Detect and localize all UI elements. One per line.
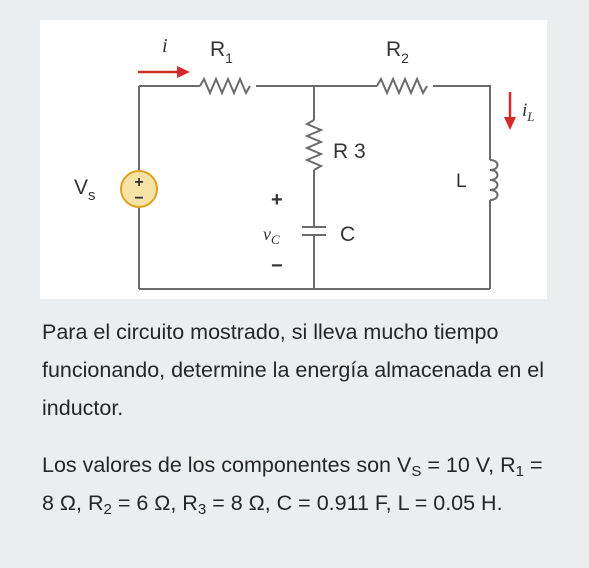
wire-top-right (433, 85, 491, 160)
label-i: i (162, 35, 168, 57)
label-vc: vC (263, 224, 280, 247)
question-paragraph-2: Los valores de los componentes son VS = … (42, 453, 543, 518)
question-paragraph-1: Para el circuito mostrado, si lleva much… (42, 320, 545, 420)
label-vc-plus: + (271, 189, 283, 211)
label-r1: R1 (210, 38, 233, 66)
label-l: L (456, 171, 467, 192)
voltage-source: + − (120, 170, 158, 208)
current-arrow-i (138, 66, 190, 78)
circuit-diagram: + − i iL R1 R2 R 3 Vs + vC − C L (40, 20, 547, 299)
circuit-svg: + − i iL R1 R2 R 3 Vs + vC − C L (74, 35, 535, 290)
label-r2: R2 (386, 38, 409, 66)
resistor-r1 (199, 76, 251, 96)
label-il: iL (522, 100, 535, 124)
label-vc-minus: − (271, 255, 283, 277)
source-plus-sign: + (134, 174, 143, 191)
label-vs: Vs (74, 176, 96, 204)
inductor-l (489, 159, 499, 201)
source-minus-sign: − (134, 190, 143, 207)
label-c: C (340, 223, 355, 246)
capacitor-c (302, 226, 326, 236)
resistor-r3 (304, 119, 324, 171)
resistor-r2 (376, 76, 428, 96)
current-arrow-il (504, 92, 516, 130)
label-r3: R 3 (333, 140, 366, 163)
